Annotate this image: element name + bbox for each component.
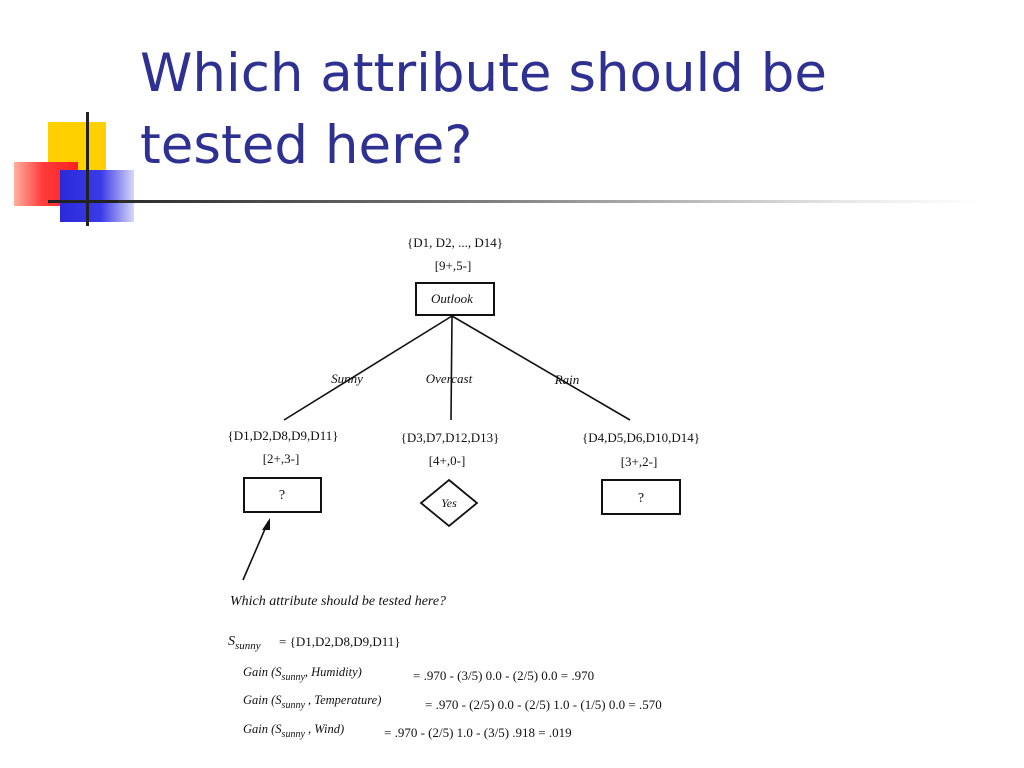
question-arrow: [242, 521, 269, 581]
edge-overcast: [450, 315, 453, 421]
gain-humidity-label: Gain (Ssunny, Humidity): [243, 665, 362, 683]
sunny-examples: {D1,D2,D8,D9,D11}: [228, 428, 339, 443]
root-node-box: [415, 282, 495, 316]
rain-examples: {D4,D5,D6,D10,D14}: [582, 430, 700, 445]
overcast-examples: {D3,D7,D12,D13}: [401, 430, 500, 445]
s-sunny-symbol: Ssunny: [228, 634, 261, 652]
decor-blue-square: [60, 170, 134, 222]
branch-label-rain: Rain: [554, 372, 580, 387]
overcast-leaf-diamond: [419, 478, 479, 528]
gain-temperature-expr: = .970 - (2/5) 0.0 - (2/5) 1.0 - (1/5) 0…: [425, 697, 662, 712]
title-line-1: Which attribute should be: [140, 43, 828, 104]
edge-sunny: [283, 315, 453, 421]
overcast-counts: [4+,0-]: [429, 453, 466, 468]
root-attribute: Outlook: [431, 291, 473, 306]
rain-counts: [3+,2-]: [621, 454, 658, 469]
title-line-2: tested here?: [140, 115, 473, 176]
root-examples: {D1, D2, ..., D14}: [407, 235, 503, 250]
gain-wind-expr: = .970 - (2/5) 1.0 - (3/5) .918 = .019: [384, 725, 572, 740]
branch-label-overcast: Overcast: [426, 371, 473, 386]
question-arrowhead: [262, 518, 270, 530]
sunny-counts: [2+,3-]: [263, 451, 300, 466]
rain-node-label: ?: [638, 491, 644, 506]
question-text: Which attribute should be tested here?: [230, 594, 446, 609]
title-underline: [118, 200, 978, 203]
sunny-node-label: ?: [279, 488, 285, 503]
decor-vertical-line: [86, 112, 89, 226]
s-sunny-value: = {D1,D2,D8,D9,D11}: [279, 634, 401, 649]
gain-wind-label: Gain (Ssunny , Wind): [243, 722, 344, 740]
branch-label-sunny: Sunny: [331, 371, 363, 386]
overcast-leaf-label: Yes: [441, 496, 457, 510]
rain-node-box: [601, 479, 681, 515]
gain-humidity-expr: = .970 - (3/5) 0.0 - (2/5) 0.0 = .970: [413, 668, 594, 683]
sunny-node-box: [243, 477, 322, 513]
edge-rain: [451, 315, 631, 421]
gain-temperature-label: Gain (Ssunny , Temperature): [243, 693, 381, 711]
decor-horizontal-line: [48, 200, 128, 203]
slide-title: Which attribute should be tested here?: [140, 38, 1000, 182]
root-counts: [9+,5-]: [435, 258, 472, 273]
